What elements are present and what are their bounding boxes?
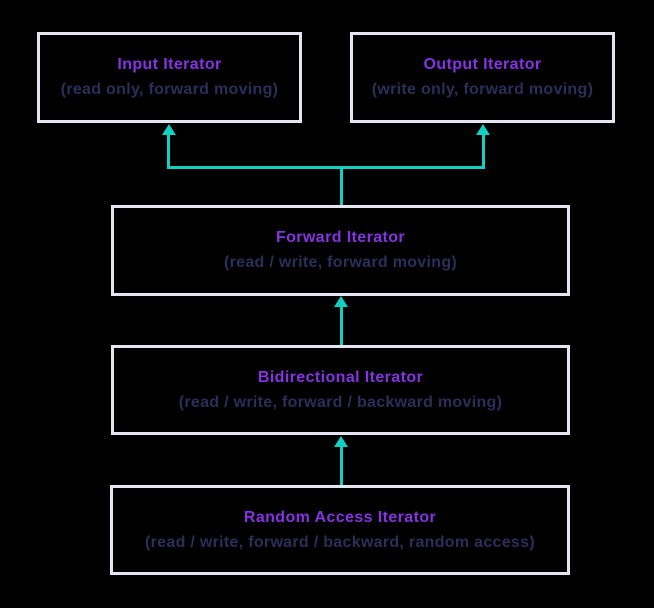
node-forward-iterator: Forward Iterator (read / write, forward … <box>111 205 570 296</box>
arrow-bidirectional-to-forward <box>340 307 343 345</box>
arrowhead-to-bidirectional-icon <box>334 436 348 447</box>
arrowhead-to-input-icon <box>162 124 176 135</box>
node-title: Output Iterator <box>423 56 542 73</box>
node-title: Random Access Iterator <box>243 508 437 526</box>
node-subtitle: (read / write, forward / backward, rando… <box>145 533 535 551</box>
arrow-branch-horizontal <box>167 166 485 169</box>
arrow-riser-to-input <box>167 135 170 168</box>
node-subtitle: (read / write, forward moving) <box>223 254 458 271</box>
arrow-riser-to-output <box>482 135 485 168</box>
node-subtitle: (read / write, forward / backward moving… <box>178 393 503 411</box>
arrow-stem-forward-up <box>340 166 343 205</box>
node-random-access-iterator: Random Access Iterator (read / write, fo… <box>110 485 570 575</box>
node-title: Forward Iterator <box>275 229 406 246</box>
node-bidirectional-iterator: Bidirectional Iterator (read / write, fo… <box>111 345 570 435</box>
node-title: Input Iterator <box>117 56 222 73</box>
arrowhead-to-forward-icon <box>334 296 348 307</box>
node-title: Bidirectional Iterator <box>257 368 424 386</box>
node-subtitle: (read only, forward moving) <box>60 81 279 98</box>
node-subtitle: (write only, forward moving) <box>371 81 594 98</box>
node-output-iterator: Output Iterator (write only, forward mov… <box>350 32 615 123</box>
node-input-iterator: Input Iterator (read only, forward movin… <box>37 32 302 123</box>
arrowhead-to-output-icon <box>476 124 490 135</box>
arrow-random-to-bidirectional <box>340 447 343 485</box>
